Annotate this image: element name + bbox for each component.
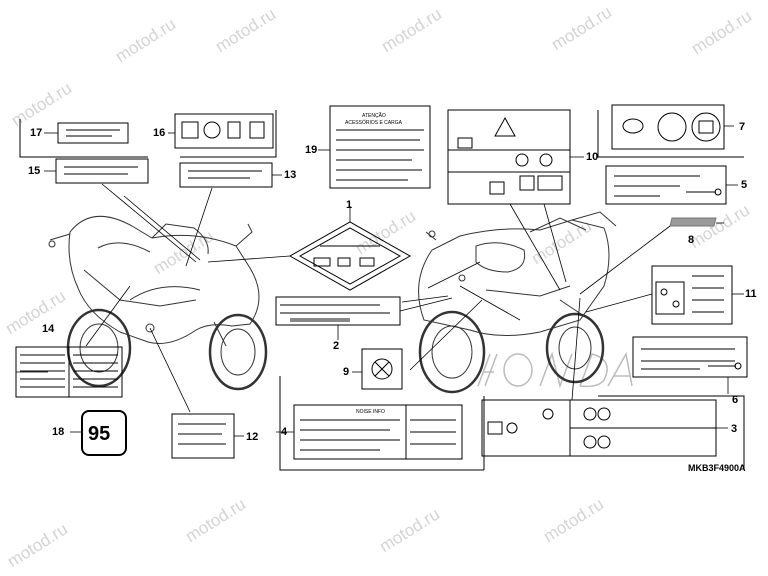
leader-lines [16,125,744,437]
callout-13: 13 [284,169,297,181]
callout-2: 2 [333,340,340,352]
callout-16: 16 [153,127,166,139]
callout-7: 7 [739,121,746,133]
callout-10: 10 [586,151,599,163]
callout-11: 11 [745,288,757,300]
callout-12: 12 [246,431,259,443]
callout-3: 3 [731,423,738,435]
callout-5: 5 [741,179,748,191]
callout-14: 14 [42,323,55,335]
callout-6: 6 [732,394,739,406]
frame-line [180,110,277,158]
warning-label-title: ATENÇÃO [362,113,386,119]
frame-line [19,119,148,158]
info-label-header: NOISE INFO [356,409,385,415]
honda-logo-outline [477,351,633,389]
callout-17: 17 [30,127,43,139]
callout-1: 1 [346,199,353,211]
callout-15: 15 [28,165,41,177]
callout-19: 19 [305,144,318,156]
motorcycle-left-view [48,215,268,391]
callout-4: 4 [281,426,288,438]
frame-line [279,376,484,471]
callout-8: 8 [688,234,695,246]
motorcycle-right-view [418,211,617,394]
frame-line [597,110,744,158]
warning-label-subtitle: ACESSÓRIOS E CARGA [345,120,402,126]
callout-9: 9 [343,366,350,378]
callout-18: 18 [52,426,65,438]
drawing-code: MKB3F4900A [688,463,746,473]
fuel-octane-label: 95 [88,423,111,445]
